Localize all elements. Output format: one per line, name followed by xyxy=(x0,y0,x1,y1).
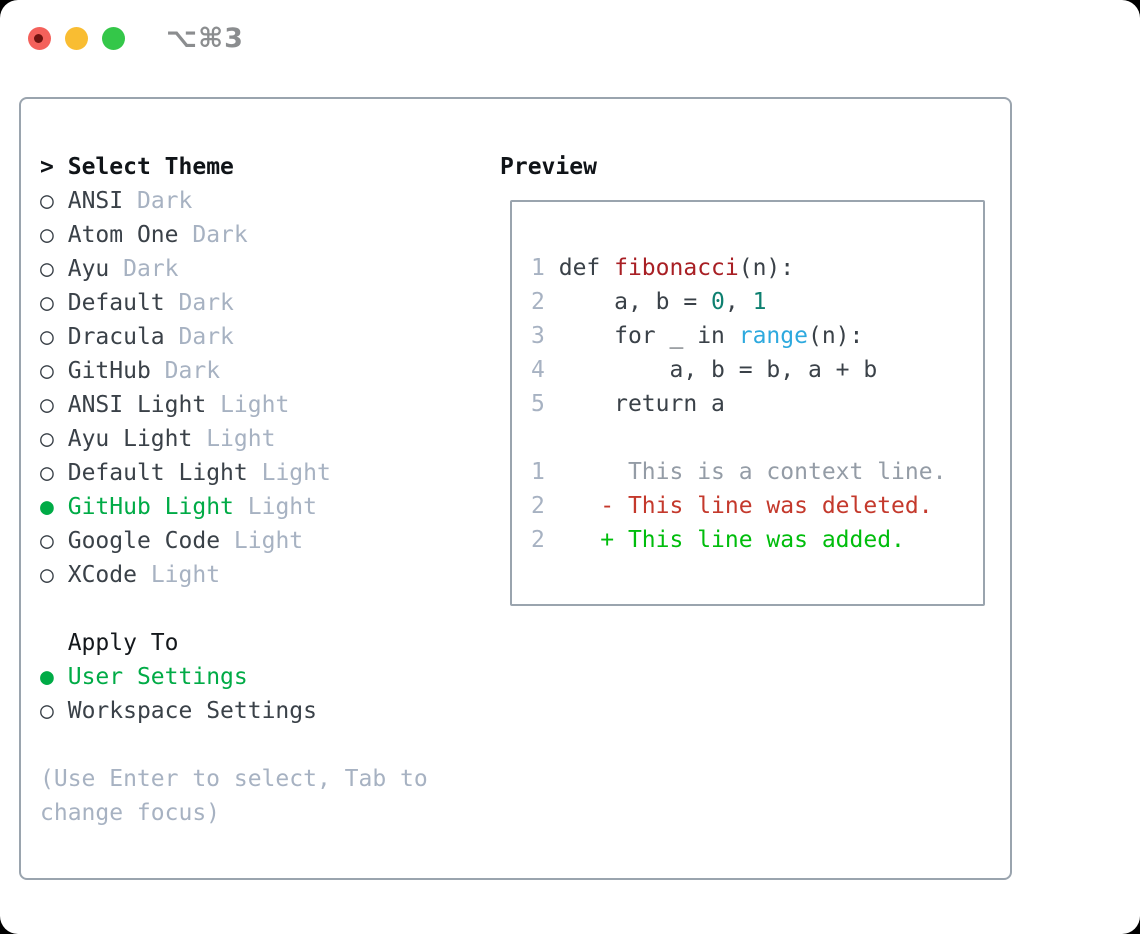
theme-variant-label: Light xyxy=(261,460,331,486)
radio-unselected-icon: ○ xyxy=(40,256,54,282)
option-label: Google Code xyxy=(67,528,221,554)
code-line: 1 def fibonacci(n): xyxy=(531,251,946,285)
radio-unselected-icon: ○ xyxy=(40,358,54,384)
line-number: 5 xyxy=(531,391,545,417)
theme-variant-label: Light xyxy=(206,426,276,452)
hint-line-2: change focus) xyxy=(40,800,221,826)
theme-picker-panel: > Select Theme ○ ANSI Dark○ Atom One Dar… xyxy=(19,97,1012,880)
code-line: 2 + This line was added. xyxy=(531,523,946,557)
theme-variant-label: Dark xyxy=(178,290,234,316)
apply-to-list: ● User Settings○ Workspace Settings xyxy=(40,660,428,728)
theme-variant-label: Dark xyxy=(178,324,234,350)
theme-option-default[interactable]: ○ Default Dark xyxy=(40,286,428,320)
theme-variant-label: Light xyxy=(220,392,290,418)
option-label: ANSI xyxy=(67,188,124,214)
option-label: XCode xyxy=(67,562,137,588)
theme-variant-label: Light xyxy=(247,494,317,520)
theme-variant-label: Dark xyxy=(164,358,221,384)
radio-unselected-icon: ○ xyxy=(40,188,54,214)
radio-unselected-icon: ○ xyxy=(40,460,54,486)
radio-selected-icon: ● xyxy=(40,664,54,690)
close-dot-icon xyxy=(34,33,43,43)
theme-option-ansi[interactable]: ○ ANSI Dark xyxy=(40,184,428,218)
option-label: User Settings xyxy=(67,664,248,690)
radio-unselected-icon: ○ xyxy=(40,562,54,588)
radio-unselected-icon: ○ xyxy=(40,426,54,452)
apply-to-heading: Apply To xyxy=(67,630,179,656)
theme-option-xcode[interactable]: ○ XCode Light xyxy=(40,558,428,592)
radio-unselected-icon: ○ xyxy=(40,528,54,554)
line-number: 4 xyxy=(531,357,545,383)
theme-variant-label: Light xyxy=(150,562,221,588)
line-number: 2 xyxy=(531,289,545,315)
apply-option-user-settings[interactable]: ● User Settings xyxy=(40,660,428,694)
theme-list: ○ ANSI Dark○ Atom One Dark○ Ayu Dark○ De… xyxy=(40,184,428,592)
theme-option-default-light[interactable]: ○ Default Light Light xyxy=(40,456,428,490)
spacer xyxy=(40,592,428,626)
option-label: Default xyxy=(67,290,165,316)
theme-variant-label: Dark xyxy=(192,222,248,248)
theme-option-google-code[interactable]: ○ Google Code Light xyxy=(40,524,428,558)
spacer xyxy=(40,728,428,762)
line-number: 3 xyxy=(531,323,545,349)
option-label: ANSI Light xyxy=(67,392,207,418)
select-theme-title: Select Theme xyxy=(67,154,234,180)
option-label: Ayu xyxy=(67,256,110,282)
theme-option-atom-one[interactable]: ○ Atom One Dark xyxy=(40,218,428,252)
line-number: 1 xyxy=(531,255,545,281)
radio-selected-icon: ● xyxy=(40,494,54,520)
radio-unselected-icon: ○ xyxy=(40,392,54,418)
preview-heading: Preview xyxy=(500,154,597,180)
theme-variant-label: Dark xyxy=(123,256,179,282)
option-label: Dracula xyxy=(67,324,165,350)
hint-line-1: (Use Enter to select, Tab to xyxy=(40,766,428,792)
option-label: Workspace Settings xyxy=(67,698,317,724)
theme-list-column: > Select Theme ○ ANSI Dark○ Atom One Dar… xyxy=(40,150,428,830)
option-label: GitHub xyxy=(67,358,151,384)
radio-unselected-icon: ○ xyxy=(40,222,54,248)
theme-option-dracula[interactable]: ○ Dracula Dark xyxy=(40,320,428,354)
window-title-shortcut: ⌥⌘3 xyxy=(166,22,244,54)
hint-text: (Use Enter to select, Tab to change focu… xyxy=(40,762,428,830)
close-button[interactable] xyxy=(28,26,51,50)
theme-option-github[interactable]: ○ GitHub Dark xyxy=(40,354,428,388)
code-line: 2 a, b = 0, 1 xyxy=(531,285,946,319)
select-theme-prompt: > Select Theme xyxy=(40,150,428,184)
theme-option-ayu-light[interactable]: ○ Ayu Light Light xyxy=(40,422,428,456)
option-label: GitHub Light xyxy=(67,494,234,520)
apply-option-workspace-settings[interactable]: ○ Workspace Settings xyxy=(40,694,428,728)
line-number: 2 xyxy=(531,493,545,519)
radio-unselected-icon: ○ xyxy=(40,290,54,316)
theme-option-github-light[interactable]: ● GitHub Light Light xyxy=(40,490,428,524)
option-label: Ayu Light xyxy=(67,426,193,452)
radio-unselected-icon: ○ xyxy=(40,698,54,724)
zoom-button[interactable] xyxy=(102,26,125,50)
theme-option-ansi-light[interactable]: ○ ANSI Light Light xyxy=(40,388,428,422)
code-line: 3 for _ in range(n): xyxy=(531,319,946,353)
theme-variant-label: Dark xyxy=(136,188,193,214)
line-number xyxy=(531,421,545,455)
option-label: Atom One xyxy=(67,222,179,248)
titlebar: ⌥⌘3 xyxy=(0,0,1140,76)
radio-unselected-icon: ○ xyxy=(40,324,54,350)
theme-variant-label: Light xyxy=(233,528,304,554)
code-line: 4 a, b = b, a + b xyxy=(531,353,946,387)
minimize-button[interactable] xyxy=(65,26,88,50)
prompt-cursor-icon: > xyxy=(40,154,54,180)
code-line: 1 This is a context line. xyxy=(531,455,946,489)
line-number: 1 xyxy=(531,459,545,485)
code-line xyxy=(531,421,946,455)
option-label: Default Light xyxy=(67,460,248,486)
line-number: 2 xyxy=(531,527,545,553)
theme-option-ayu[interactable]: ○ Ayu Dark xyxy=(40,252,428,286)
code-line: 2 - This line was deleted. xyxy=(531,489,946,523)
code-line: 5 return a xyxy=(531,387,946,421)
